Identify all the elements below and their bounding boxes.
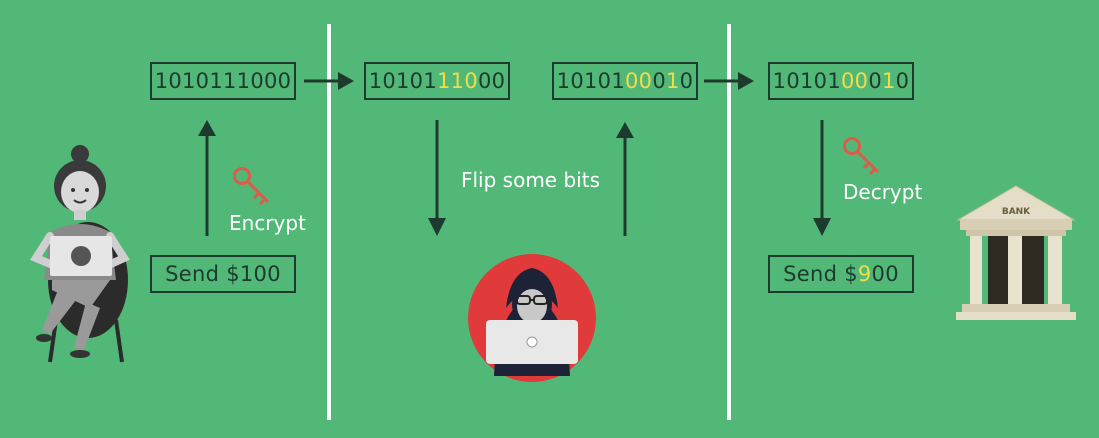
arrow-down-decrypt	[811, 120, 833, 240]
unchanged-bits: 0	[680, 69, 694, 93]
unchanged-bits: 0	[868, 69, 882, 93]
plaintext-box-tampered: Send $900	[768, 255, 914, 293]
flipped-bits: 00	[841, 69, 868, 93]
unchanged-bits: 10101	[773, 69, 841, 93]
flipped-bits: 00	[625, 69, 652, 93]
ciphertext-box-original: 1010111000	[150, 62, 296, 100]
arrow-up-encrypt	[196, 118, 218, 240]
unchanged-bits: 0	[896, 69, 910, 93]
flip-bits-label: Flip some bits	[461, 168, 600, 192]
unchanged-bits: 0	[652, 69, 666, 93]
flipped-bits: 1	[882, 69, 896, 93]
key-icon	[232, 166, 274, 208]
ciphertext-box-tampered: 1010100010	[552, 62, 698, 100]
bank-sign: BANK	[1002, 207, 1031, 217]
key-icon-decrypt	[842, 136, 884, 178]
unchanged-bits: 00	[478, 69, 505, 93]
unchanged-bits: 00	[872, 262, 899, 286]
decrypt-label: Decrypt	[843, 180, 922, 204]
ciphertext-box-intercepted: 1010111000	[364, 62, 510, 100]
ciphertext-box-received: 1010100010	[768, 62, 914, 100]
hacker-icon	[466, 252, 598, 384]
unchanged-bits: 10101	[557, 69, 625, 93]
flipped-bits: 9	[858, 262, 872, 286]
plaintext-box-original: Send $100	[150, 255, 296, 293]
flipped-bits: 1	[666, 69, 680, 93]
unchanged-bits: Send $	[783, 262, 858, 286]
arrow-right-1	[304, 70, 356, 92]
encrypt-label: Encrypt	[229, 211, 306, 235]
arrow-up-attacker	[614, 120, 636, 238]
arrow-right-2	[704, 70, 756, 92]
unchanged-bits: 10101	[369, 69, 437, 93]
flipped-bits: 110	[437, 69, 478, 93]
arrow-down-attacker	[426, 120, 448, 240]
bank-icon: BANK	[950, 184, 1082, 328]
sender-person-icon	[20, 140, 140, 368]
